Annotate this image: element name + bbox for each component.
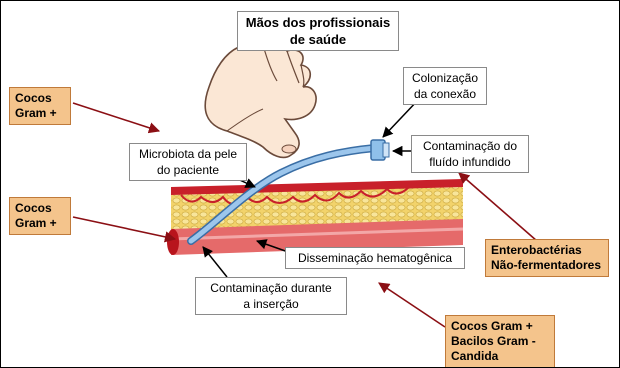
label-disseminacao: Disseminação hematogênica xyxy=(285,247,465,269)
organism-cocos-mid: Cocos Gram + xyxy=(9,197,71,235)
vessel-highlight xyxy=(170,227,464,241)
organism-arrows xyxy=(72,102,538,328)
label-microbiota: Microbiota da pele do paciente xyxy=(129,143,247,181)
arrow-cocos-top xyxy=(72,102,161,134)
skin-surface xyxy=(171,179,463,195)
arrow-insercao xyxy=(202,246,228,278)
arrow-enterobacterias xyxy=(458,172,538,242)
title-box: Mãos dos profissionais de saúde xyxy=(237,11,399,51)
title-line-1: Mãos dos profissionais xyxy=(245,15,391,30)
label-colonizacao: Colonização da conexão xyxy=(403,67,487,105)
organism-cocos-top: Cocos Gram + xyxy=(9,87,71,125)
arrow-colonizacao xyxy=(382,98,420,138)
organism-enterobacterias: Enterobactérias Não-fermentadores xyxy=(485,239,609,277)
blood-vessel xyxy=(171,219,463,255)
skin-tissue xyxy=(167,179,464,255)
dermal-capillaries xyxy=(180,186,410,205)
hub-connector xyxy=(382,142,390,158)
vessel-opening xyxy=(167,229,179,255)
title-line-2: de saúde xyxy=(289,32,347,47)
organism-cocos-bacilos: Cocos Gram + Bacilos Gram - Candida xyxy=(445,315,555,367)
arrow-cocos-mid xyxy=(72,216,177,243)
hand-icon xyxy=(204,39,317,159)
label-contaminacao-fluido: Contaminação do fluído infundido xyxy=(411,135,529,173)
arrow-cocos-bacilos xyxy=(378,282,446,328)
catheter xyxy=(187,139,390,245)
label-contaminacao-insercao: Contaminação durante a inserção xyxy=(195,277,347,315)
